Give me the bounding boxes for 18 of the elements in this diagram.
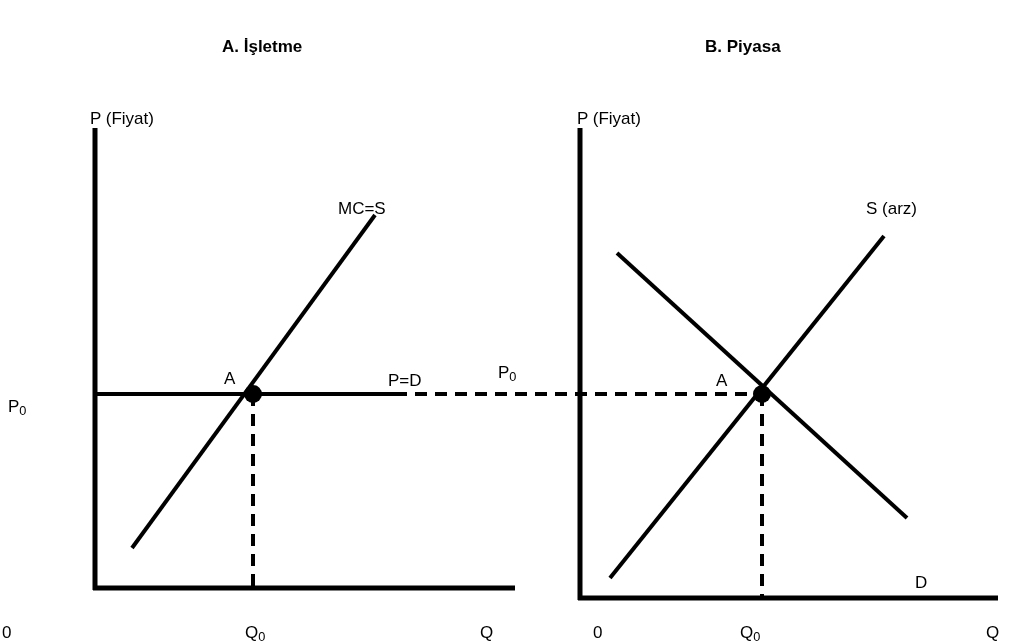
curve-label: P=D — [388, 370, 422, 392]
axis-label: P (Fiyat) — [577, 108, 641, 130]
curve-label: D — [915, 572, 928, 594]
point-label: A — [224, 368, 236, 390]
axis-label: 0 — [593, 622, 603, 644]
panel-title: B. Piyasa — [705, 36, 781, 58]
point-label: A — [716, 370, 728, 392]
curve-label: MC=S — [338, 198, 386, 220]
panel-title: A. İşletme — [222, 36, 303, 58]
curve-label: S (arz) — [866, 198, 917, 220]
axis-label: Q — [986, 622, 1000, 644]
axis-label: P (Fiyat) — [90, 108, 154, 130]
axis-label: Q — [480, 622, 494, 644]
axis-label: P$_{0}$ — [498, 362, 517, 384]
axis-label: Q$_{0}$ — [740, 622, 761, 644]
axis-label: 0 — [2, 622, 12, 644]
axis-label: Q$_{0}$ — [245, 622, 266, 644]
axis-label: P$_{0}$ — [8, 396, 27, 418]
